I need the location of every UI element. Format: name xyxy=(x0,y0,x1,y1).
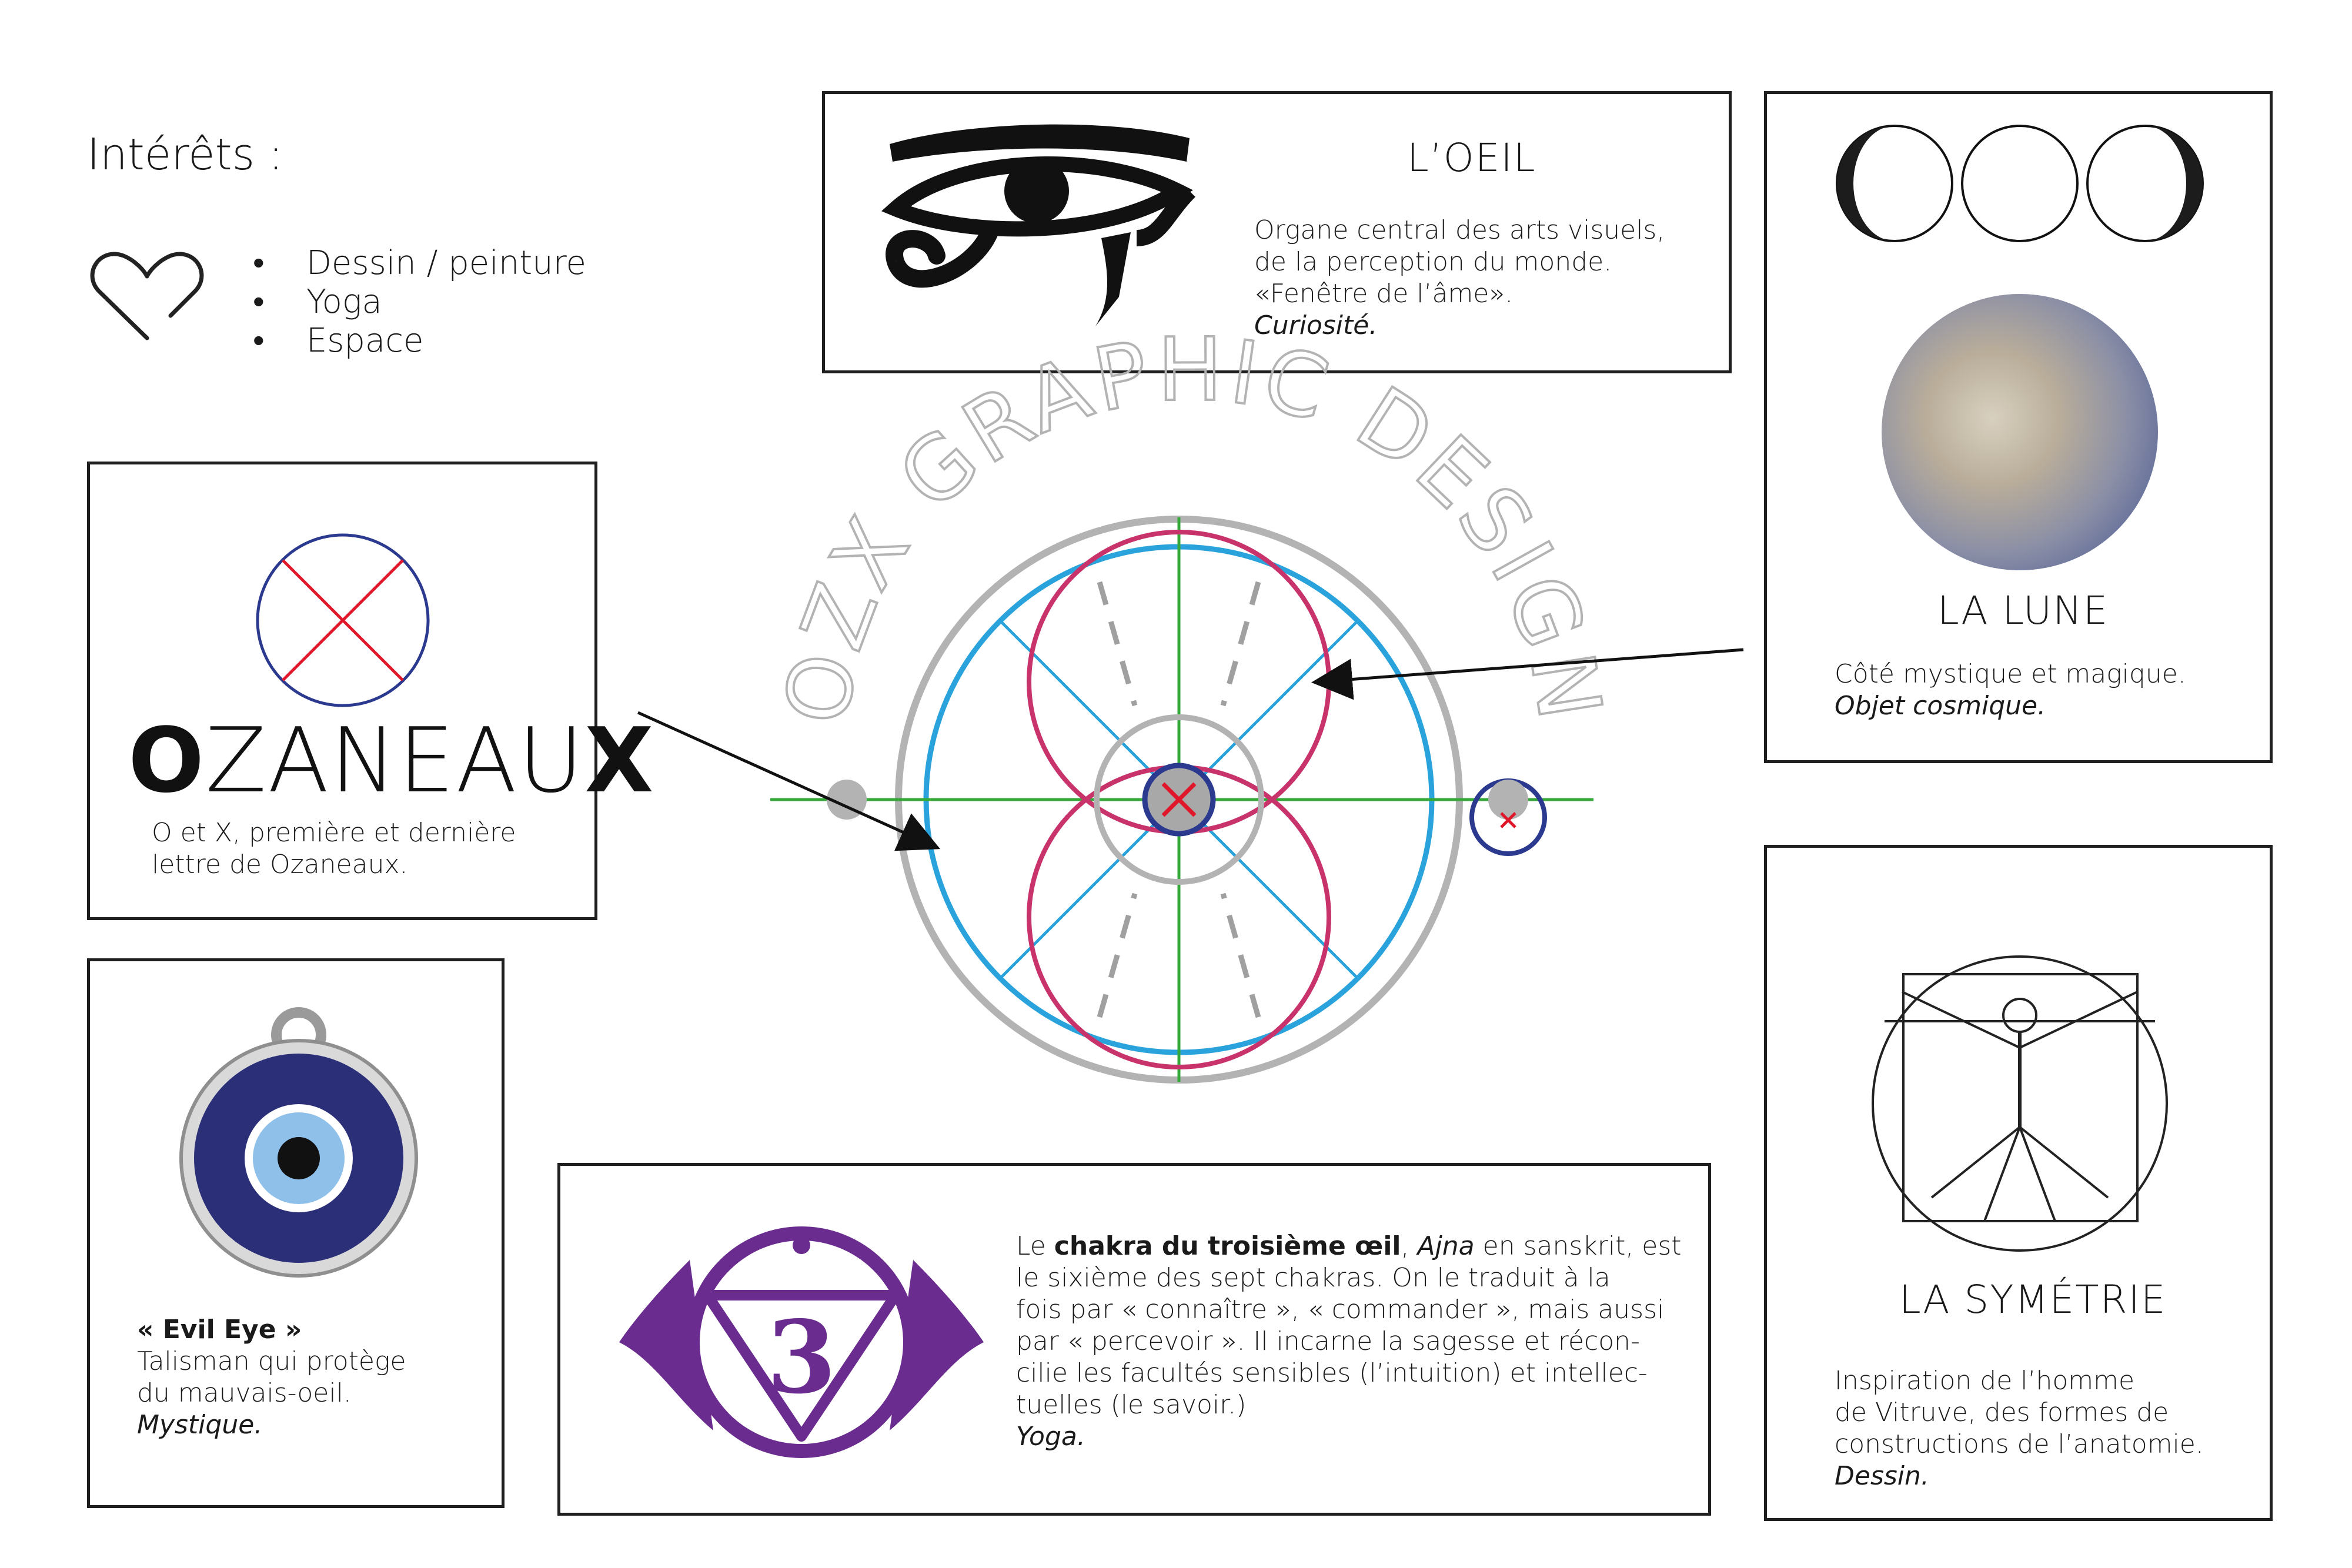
moon-card-tag: Objet cosmique. xyxy=(1835,691,2046,721)
symmetry-card-line: constructions de l’anatomie. xyxy=(1835,1429,2204,1459)
svg-text:3: 3 xyxy=(767,1299,836,1416)
eye-of-horus-icon xyxy=(881,124,1196,326)
interest-item: • Yoga xyxy=(253,283,382,321)
chakra-card-line: Le chakra du troisième œil, Ajna en sans… xyxy=(1016,1231,1682,1261)
moon-phases-icon xyxy=(1836,125,2204,242)
moon-card: LA LUNE Côté mystique et magique. Objet … xyxy=(1764,91,2273,763)
moon-card-text: Côté mystique et magique. Objet cosmique… xyxy=(1835,658,2186,722)
heart-icon xyxy=(90,252,204,340)
evil-eye-card-line: Talisman qui protège xyxy=(137,1346,406,1376)
blue-circle xyxy=(923,544,1435,1055)
ozaneaux-card: OZANEAUX O et X, première et dernière le… xyxy=(87,462,654,920)
pink-upper-circle xyxy=(1027,530,1331,834)
eye-card-text: Organe central des arts visuels, de la p… xyxy=(1254,215,1665,342)
ozaneaux-logo: OZANEAUX xyxy=(128,708,655,813)
evil-eye-card: « Evil Eye » Talisman qui protège du mau… xyxy=(87,958,505,1508)
left-grey-dot xyxy=(827,780,867,820)
moon-card-title: LA LUNE xyxy=(1937,588,2109,633)
logo-letter-x: X xyxy=(584,708,655,813)
ozaneaux-card-text: O et X, première et dernière lettre de O… xyxy=(152,817,516,881)
eye-card-line: Organe central des arts visuels, xyxy=(1254,215,1665,245)
eye-card: L’OEIL Organe central des arts visuels, … xyxy=(822,91,1732,373)
third-eye-chakra-icon: 3 xyxy=(619,1226,984,1458)
symmetry-card-tag: Dessin. xyxy=(1835,1461,1929,1491)
eye-card-title: L’OEIL xyxy=(1407,135,1536,180)
evil-eye-card-text: « Evil Eye » Talisman qui protège du mau… xyxy=(137,1314,406,1441)
symmetry-card-line: de Vitruve, des formes de xyxy=(1835,1398,2169,1427)
blue-diagonal xyxy=(998,619,1359,980)
chakra-card-line: fois par « connaître », « commander », m… xyxy=(1016,1295,1665,1325)
interest-item: • Dessin / peinture xyxy=(253,244,587,282)
grey-dashed-line xyxy=(1220,892,1261,1018)
chakra-card-line: cilie les facultés sensibles (l’intuitio… xyxy=(1016,1358,1648,1388)
arrow-from-moon xyxy=(1311,648,1744,700)
eye-card-tag: Curiosité. xyxy=(1254,310,1378,340)
moon-card-line: Côté mystique et magique. xyxy=(1835,659,2186,689)
interests-list: • Dessin / peinture • Yoga • Espace xyxy=(253,244,586,360)
eye-card-line: «Fenêtre de l’âme». xyxy=(1254,279,1514,309)
outer-grey-ring xyxy=(895,516,1463,1084)
right-satellite-circle xyxy=(1469,778,1547,856)
chakra-card-text: Le chakra du troisième œil, Ajna en sans… xyxy=(1016,1231,1682,1453)
chakra-card-line: le sixième des sept chakras. On le tradu… xyxy=(1016,1263,1611,1293)
symmetry-card-text: Inspiration de l’homme de Vitruve, des f… xyxy=(1835,1365,2204,1492)
eye-card-line: de la perception du monde. xyxy=(1254,247,1612,277)
ozaneaux-card-line: lettre de Ozaneaux. xyxy=(152,850,408,880)
blue-diagonal xyxy=(998,619,1359,980)
evil-eye-card-tag: Mystique. xyxy=(137,1410,263,1440)
interest-item: • Espace xyxy=(253,322,424,360)
chakra-card-line: par « percevoir ». Il incarne la sagesse… xyxy=(1016,1326,1640,1356)
ozaneaux-card-line: O et X, première et dernière xyxy=(152,818,516,848)
logo-letter-o: O xyxy=(128,708,206,813)
logo-middle: ZANEAU xyxy=(205,708,585,813)
ox-symbol-icon xyxy=(256,533,430,707)
grey-dashed-line xyxy=(1097,581,1138,707)
arrow-from-ozaneaux xyxy=(637,711,941,851)
chakra-card-line: tuelles (le savoir.) xyxy=(1016,1390,1247,1420)
logo-arc-text: OZX GRAPHIC DESIGN xyxy=(766,319,1621,731)
moon-image xyxy=(1882,294,2158,570)
pink-lower-circle xyxy=(1027,765,1331,1069)
interests-title: Intérêts : xyxy=(87,129,283,180)
chakra-card: 3 Le chakra du troisième œil, Ajna en sa… xyxy=(557,1163,1711,1516)
grey-dashed-line xyxy=(1220,581,1261,707)
evil-eye-card-line: du mauvais-oeil. xyxy=(137,1378,352,1408)
symmetry-card: LA SYMÉTRIE Inspiration de l’homme de Vi… xyxy=(1764,845,2273,1521)
evil-eye-card-title: « Evil Eye » xyxy=(137,1315,302,1345)
vitruvian-man-icon xyxy=(1872,955,2168,1252)
center-dot xyxy=(1142,763,1216,837)
symmetry-card-title: LA SYMÉTRIE xyxy=(1899,1277,2167,1322)
inner-grey-circle xyxy=(1094,714,1264,885)
symmetry-card-line: Inspiration de l’homme xyxy=(1835,1366,2135,1396)
grey-dashed-line xyxy=(1097,892,1138,1018)
right-grey-dot xyxy=(1488,780,1528,820)
chakra-card-tag: Yoga. xyxy=(1016,1422,1085,1452)
evil-eye-pendant-icon xyxy=(179,1007,418,1278)
